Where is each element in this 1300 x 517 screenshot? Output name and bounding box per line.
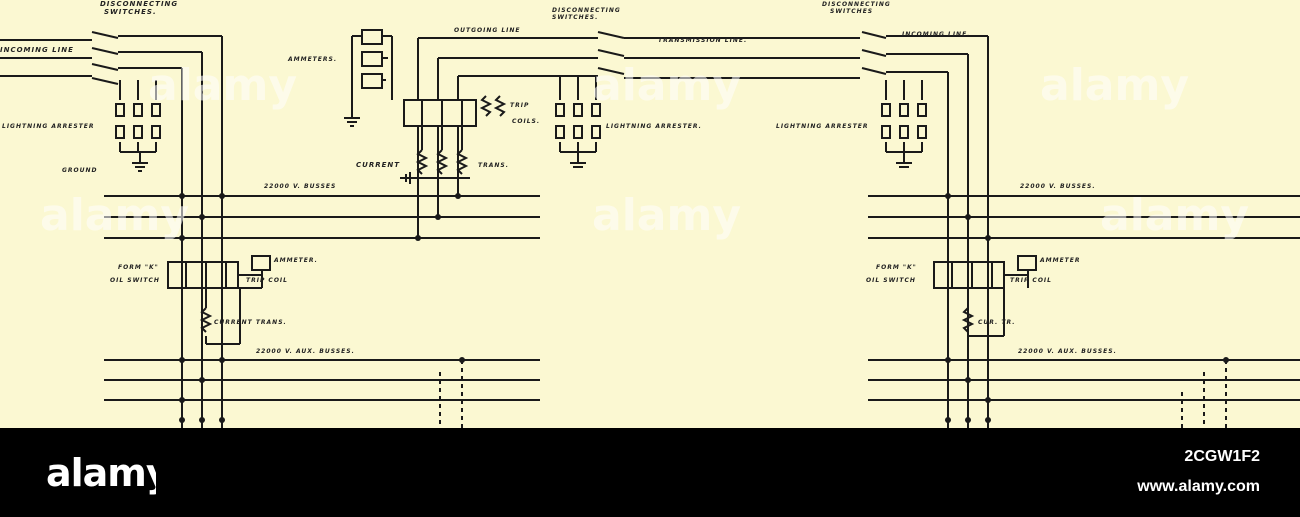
- disc-switches-right-label-1: DISCONNECTING: [822, 1, 891, 8]
- watermark-2: alamy: [592, 60, 741, 111]
- trip-coil-left-label: TRIP COIL: [246, 277, 288, 284]
- disc-switches-left-label-2: SWITCHES.: [104, 8, 157, 16]
- aux-busses-left-label: 22000 V. AUX. BUSSES.: [256, 348, 355, 355]
- footer-bar: alamy 2CGW1F2 www.alamy.com: [0, 428, 1300, 517]
- disc-switches-right-label-2: SWITCHES: [830, 8, 873, 15]
- watermark-4: alamy: [40, 190, 189, 241]
- lightning-arrester-right-label: LIGHTNING ARRESTER: [776, 123, 869, 130]
- form-k-left-label-2: OIL SWITCH: [110, 277, 160, 284]
- busses-right-label: 22000 V. BUSSES.: [1020, 183, 1096, 190]
- lightning-arrester-mid-label: LIGHTNING ARRESTER.: [606, 123, 702, 130]
- ammeter-right-label: AMMETER: [1039, 257, 1081, 264]
- ground-label: GROUND: [62, 167, 98, 174]
- disc-switches-mid-label-2: SWITCHES.: [552, 14, 598, 21]
- outgoing-line-label: OUTGOING LINE: [454, 27, 521, 34]
- wiring-diagram: DISCONNECTING SWITCHES. INCOMING LINE LI…: [0, 0, 1300, 428]
- lightning-arrester-left-label: LIGHTNING ARRESTER: [2, 123, 95, 130]
- coils-label: COILS.: [512, 118, 540, 125]
- cur-tr-right-label: CUR. TR.: [978, 319, 1015, 326]
- transmission-line-label: TRANSMISSION LINE.: [658, 37, 747, 44]
- ammeter-left-label: AMMETER.: [273, 257, 318, 264]
- trip-coil-right-label: TRIP COIL: [1010, 277, 1052, 284]
- disc-switches-mid-label-1: DISCONNECTING: [552, 7, 621, 14]
- trip-label: TRIP: [510, 102, 529, 109]
- wiring-diagram-svg: DISCONNECTING SWITCHES. INCOMING LINE LI…: [0, 0, 1300, 428]
- alamy-logo-text: alamy: [46, 451, 156, 495]
- watermark-5: alamy: [592, 190, 741, 241]
- form-k-left-label-1: FORM "K": [118, 264, 159, 271]
- current-trans-left-label: CURRENT TRANS.: [214, 319, 287, 326]
- image-id: 2CGW1F2: [1184, 448, 1260, 465]
- form-k-right-label-2: OIL SWITCH: [866, 277, 916, 284]
- watermark-1: alamy: [148, 60, 297, 111]
- form-k-right-label-1: FORM "K": [876, 264, 917, 271]
- watermark-6: alamy: [1100, 190, 1249, 241]
- watermark-3: alamy: [1040, 60, 1189, 111]
- site-url[interactable]: www.alamy.com: [1137, 478, 1260, 495]
- ammeters-label: AMMETERS.: [287, 56, 337, 63]
- incoming-line-right-label: INCOMING LINE.: [902, 31, 970, 38]
- busses-left-label: 22000 V. BUSSES: [264, 183, 336, 190]
- disc-switches-left-label-1: DISCONNECTING: [100, 0, 178, 8]
- incoming-line-left-label: INCOMING LINE: [0, 46, 74, 54]
- trans-label: TRANS.: [478, 162, 509, 169]
- current-label: CURRENT: [356, 161, 400, 169]
- aux-busses-right-label: 22000 V. AUX. BUSSES.: [1018, 348, 1117, 355]
- alamy-logo[interactable]: alamy: [46, 444, 156, 500]
